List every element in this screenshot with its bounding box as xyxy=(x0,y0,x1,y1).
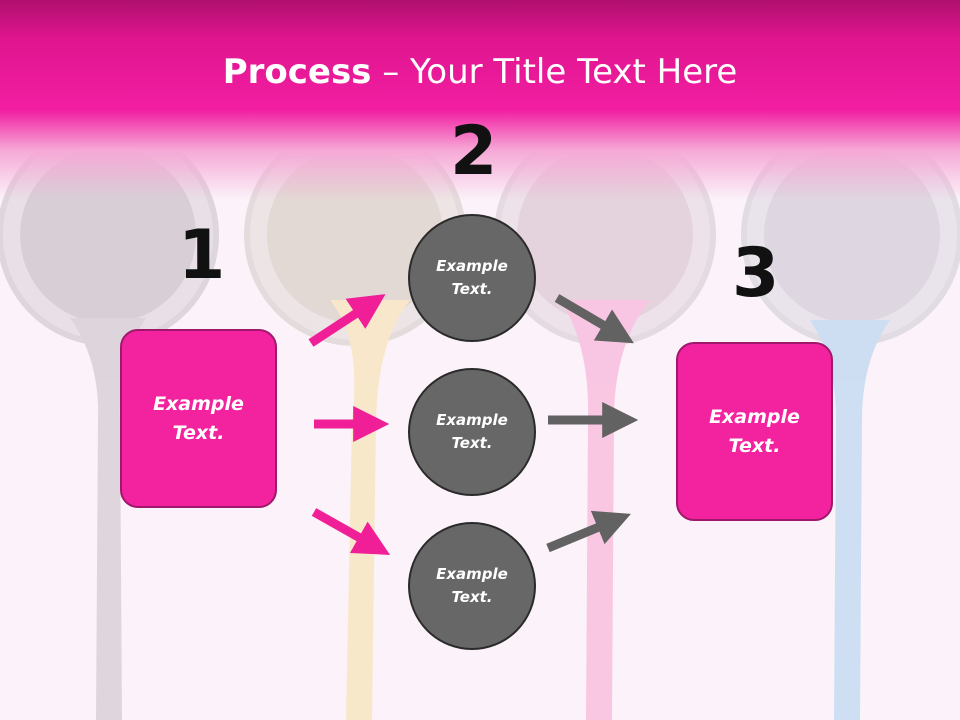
step-1-box[interactable]: Example Text. xyxy=(120,329,277,508)
step-2-circle-bottom[interactable]: Example Text. xyxy=(408,522,536,650)
step-3-text-line2: Text. xyxy=(728,434,781,457)
step-number-3: 3 xyxy=(732,234,780,313)
title-banner xyxy=(0,0,960,200)
circle-top-text-line1: Example xyxy=(436,257,508,275)
step-1-text-line1: Example xyxy=(153,392,244,415)
step-3-text-line1: Example xyxy=(709,405,800,428)
slide-title: Process – Your Title Text Here xyxy=(0,52,960,92)
circle-bottom-text-line2: Text. xyxy=(451,588,493,606)
circle-middle-text-line1: Example xyxy=(436,411,508,429)
arrow-box1-to-circle3 xyxy=(311,508,391,555)
step-1-text-line2: Text. xyxy=(172,421,225,444)
circle-top-text-line2: Text. xyxy=(451,280,493,298)
circle-middle-text-line2: Text. xyxy=(451,434,493,452)
title-bold: Process xyxy=(222,52,372,92)
step-3-box[interactable]: Example Text. xyxy=(676,342,833,521)
step-number-2: 2 xyxy=(450,112,498,191)
step-2-circle-middle[interactable]: Example Text. xyxy=(408,368,536,496)
step-number-1: 1 xyxy=(178,216,226,295)
arrow-circle1-to-box2 xyxy=(554,294,634,344)
title-rest: – Your Title Text Here xyxy=(371,52,738,92)
circle-bottom-text-line1: Example xyxy=(436,565,508,583)
arrow-box1-to-circle1 xyxy=(308,294,386,347)
arrow-circle3-to-box2 xyxy=(546,510,631,553)
step-2-circle-top[interactable]: Example Text. xyxy=(408,214,536,342)
